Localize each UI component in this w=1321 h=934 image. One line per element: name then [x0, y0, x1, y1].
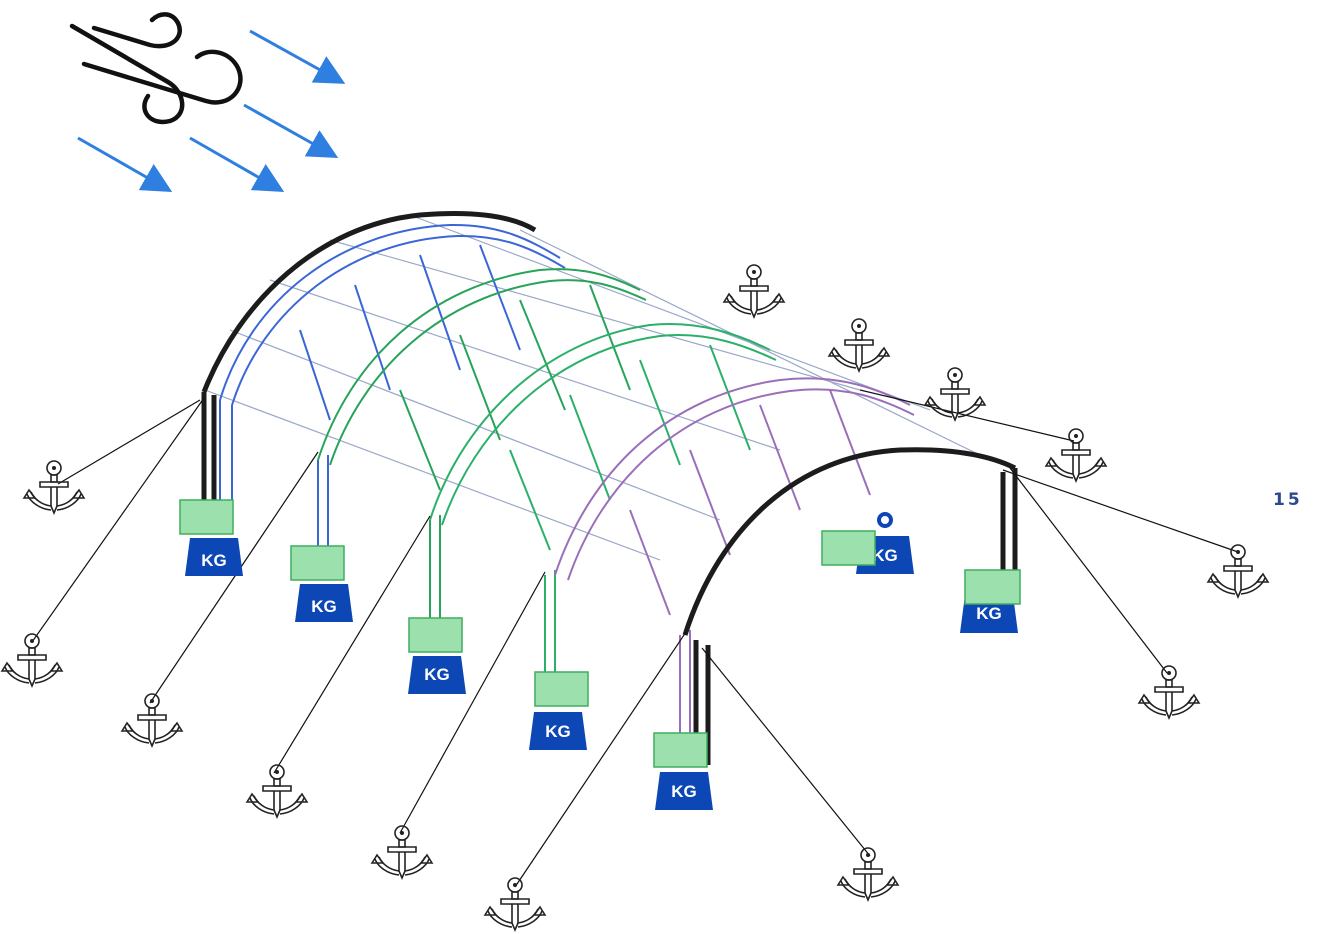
weight-label: KG	[671, 782, 697, 801]
frame-section-3	[429, 323, 777, 700]
weight-label: KG	[545, 722, 571, 741]
wind-arrow	[77, 136, 173, 192]
anchors	[1, 264, 1269, 931]
ballast-plate	[179, 499, 234, 535]
anchor-icon	[1138, 665, 1200, 719]
wind-arrows	[77, 29, 346, 192]
ballast-plate	[821, 530, 876, 566]
anchor-icon	[246, 764, 308, 818]
anchor-icon	[723, 264, 785, 318]
guy-lines	[31, 389, 1239, 888]
ballast-plate	[653, 732, 708, 768]
wind-arrow	[243, 103, 339, 158]
wind-icon	[69, 12, 243, 125]
weight-block: KG	[821, 512, 914, 574]
ballast-weights: KG KG KG KG KG KG	[179, 499, 1021, 810]
tent-frame	[201, 211, 1018, 765]
anchor-icon	[23, 460, 85, 514]
anchor-icon	[484, 877, 546, 931]
guy-line	[1002, 469, 1239, 553]
frame-end-arch-back	[201, 211, 537, 505]
anchor-icon	[1, 633, 63, 687]
guy-line	[273, 515, 431, 774]
weight-label: KG	[872, 546, 898, 565]
guy-line	[1009, 467, 1168, 674]
anchor-icon	[121, 693, 183, 747]
anchor-icon	[1207, 544, 1269, 598]
frame-section-1	[219, 223, 566, 580]
anchor-icon	[837, 847, 899, 901]
page-number: 15	[1273, 490, 1303, 510]
frame-section-4	[554, 377, 915, 760]
ballast-plate	[964, 569, 1021, 605]
weight-block: KG	[653, 732, 713, 810]
guy-line	[149, 451, 319, 704]
guy-line	[57, 399, 201, 485]
ballast-plate	[408, 617, 463, 653]
ballast-plate	[534, 671, 589, 707]
guy-line	[701, 647, 871, 857]
ballast-plate	[290, 545, 345, 581]
weight-block: KG	[960, 569, 1021, 633]
weight-label: KG	[201, 551, 227, 570]
weight-block: KG	[529, 671, 589, 750]
guy-line	[514, 631, 687, 888]
guy-line	[31, 397, 205, 643]
weight-block: KG	[408, 617, 466, 694]
wind-arrow	[189, 136, 285, 192]
anchor-icon	[371, 825, 433, 879]
anchor-icon	[828, 318, 890, 372]
weight-label: KG	[976, 604, 1002, 623]
guy-line	[399, 571, 546, 834]
wind-arrow	[249, 29, 346, 84]
weight-label: KG	[424, 665, 450, 684]
weight-block: KG	[179, 499, 243, 576]
weight-label: KG	[311, 597, 337, 616]
weight-block: KG	[290, 545, 353, 622]
